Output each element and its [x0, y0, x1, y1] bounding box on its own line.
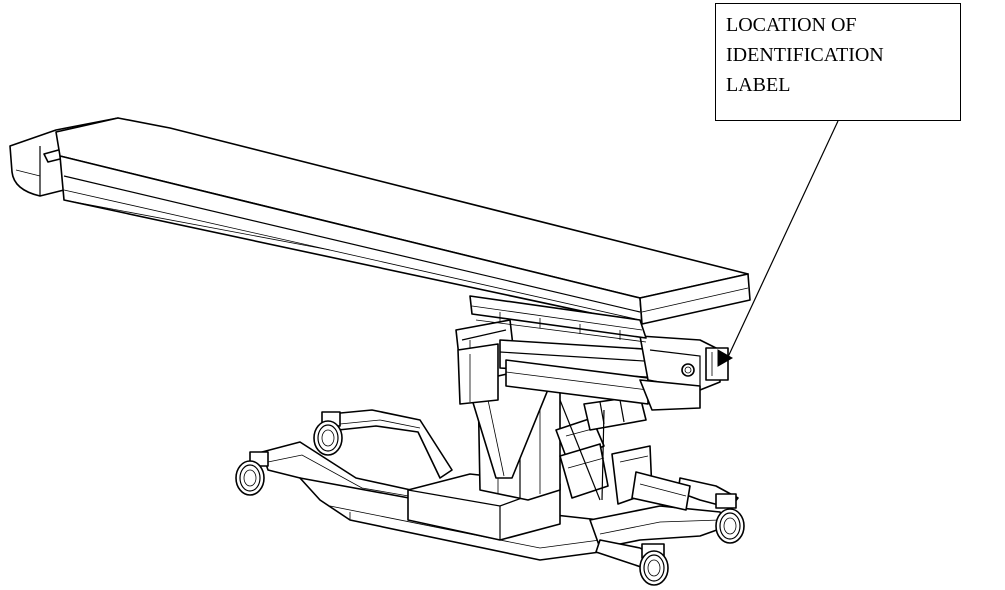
caster-left	[235, 451, 269, 496]
callout-line-1: LOCATION OF	[726, 14, 857, 36]
caster-bottom	[639, 543, 669, 586]
callout-leader	[727, 120, 839, 358]
table-base	[261, 409, 739, 571]
support-column	[459, 359, 691, 511]
callout-label-box: LOCATION OF IDENTIFICATION LABEL	[715, 3, 961, 121]
casters	[235, 411, 745, 586]
tabletop	[9, 117, 751, 343]
tilt-mechanism	[455, 319, 734, 411]
caster-right	[715, 493, 745, 544]
caster-upper-left	[313, 411, 343, 456]
callout-line-3: LABEL	[726, 74, 791, 96]
callout-line-2: IDENTIFICATION	[726, 44, 884, 66]
